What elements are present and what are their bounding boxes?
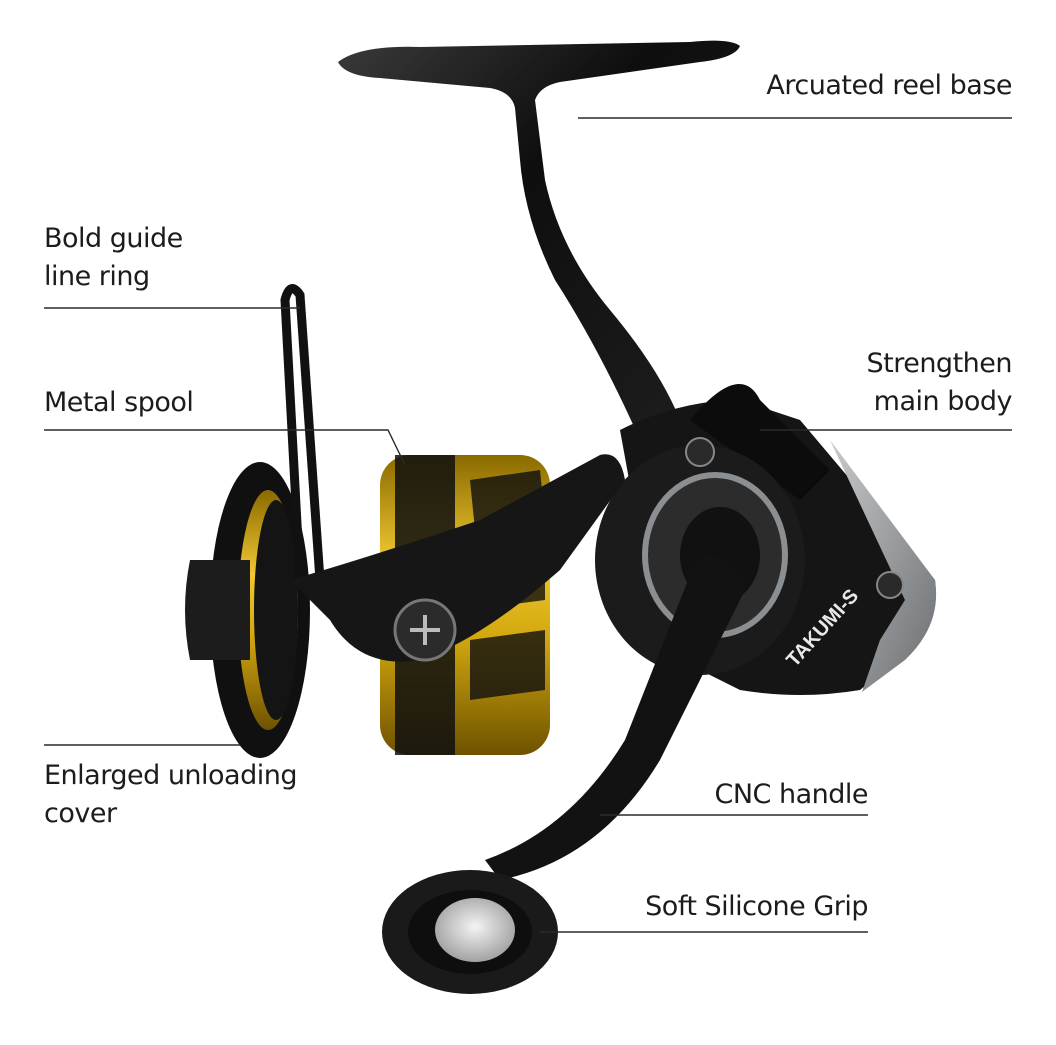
callout-line-metal-spool (44, 429, 406, 466)
label-unloading-cover: Enlarged unloading cover (44, 757, 298, 833)
label-guide-ring-line2: line ring (44, 261, 150, 292)
body-silver-trim (830, 440, 937, 692)
label-main-body: Strengthen main body (866, 345, 1012, 421)
label-silicone-grip: Soft Silicone Grip (645, 891, 868, 922)
label-reel-base: Arcuated reel base (766, 70, 1012, 101)
label-cnc-handle: CNC handle (714, 779, 868, 810)
bail-wire (280, 284, 325, 585)
bail-arm (290, 454, 625, 662)
label-guide-ring: Bold guide line ring (44, 220, 183, 296)
label-unloading-cover-line2: cover (44, 798, 117, 829)
silicone-grip (435, 898, 515, 962)
reel-foot (338, 40, 740, 441)
label-metal-spool: Metal spool (44, 387, 194, 418)
cnc-handle (485, 555, 745, 880)
label-main-body-line1: Strengthen (866, 348, 1012, 379)
body-side-arm (690, 384, 830, 500)
label-guide-ring-line1: Bold guide (44, 223, 183, 254)
label-unloading-cover-line1: Enlarged unloading (44, 760, 298, 791)
label-main-body-line2: main body (873, 386, 1013, 417)
